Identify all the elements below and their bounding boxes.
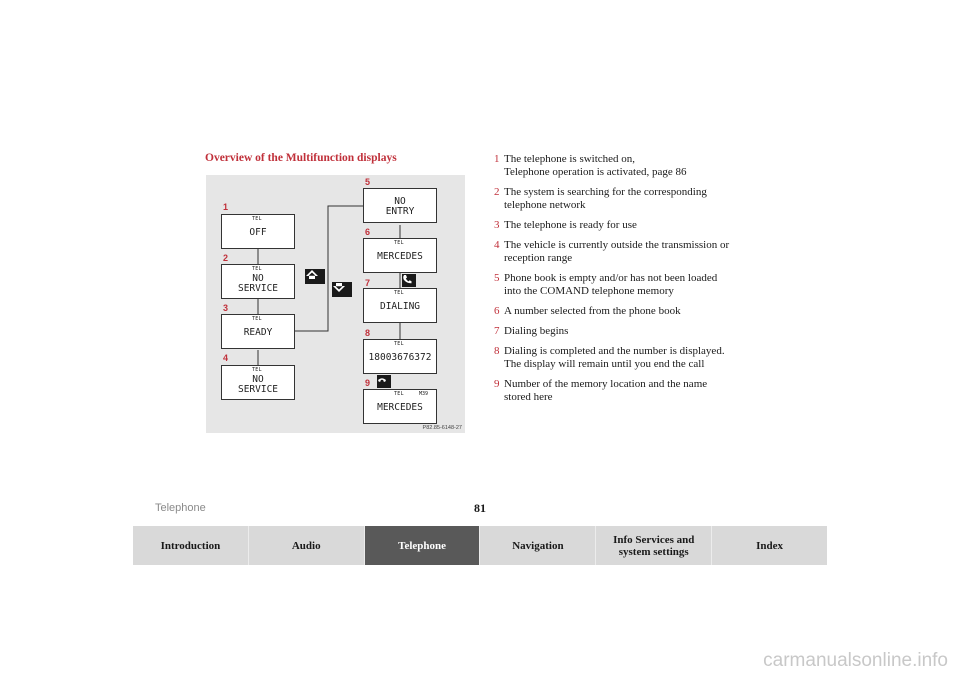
display-text: READY xyxy=(243,327,273,338)
display-descriptions: 1 The telephone is switched on, Telephone… xyxy=(494,153,784,411)
item-number: 4 xyxy=(494,239,500,251)
list-item: 6 A number selected from the phone book xyxy=(494,305,784,318)
display-text: DIALING xyxy=(379,301,421,312)
display-no-entry: NO ENTRY xyxy=(363,188,437,223)
chapter-navigation: Introduction Audio Telephone Navigation … xyxy=(133,526,827,565)
display-text: 18003676372 xyxy=(368,352,432,363)
item-text: The telephone is switched on, Telephone … xyxy=(504,153,687,178)
display-text: NO SERVICE xyxy=(237,374,279,395)
display-text: MERCEDES xyxy=(377,402,423,413)
arrow-down-key-icon xyxy=(332,282,352,297)
tab-info-services[interactable]: Info Services and system settings xyxy=(596,526,713,565)
display-tag: TEL xyxy=(252,316,262,322)
list-item: 4 The vehicle is currently outside the tr… xyxy=(494,239,784,265)
display-memory-tag: M39 xyxy=(418,391,428,397)
display-text: OFF xyxy=(249,227,267,238)
item-text: Dialing begins xyxy=(504,325,569,337)
list-item: 8 Dialing is completed and the number is … xyxy=(494,345,784,371)
item-number: 7 xyxy=(494,325,500,337)
tab-navigation[interactable]: Navigation xyxy=(480,526,597,565)
item-text: Number of the memory location and the na… xyxy=(504,378,708,403)
callout-number: 5 xyxy=(365,177,371,187)
tab-telephone[interactable]: Telephone xyxy=(364,526,481,565)
display-tag: TEL xyxy=(252,367,262,373)
arrow-up-key-icon xyxy=(305,269,325,284)
display-dialed-number: TEL 18003676372 xyxy=(363,339,437,374)
item-text: The telephone is ready for use xyxy=(504,219,637,231)
display-text: MERCEDES xyxy=(377,251,423,262)
tab-index[interactable]: Index xyxy=(712,526,827,565)
connector-lines xyxy=(257,205,401,365)
display-tag: TEL xyxy=(394,240,404,246)
display-ready: TEL READY xyxy=(221,314,295,349)
list-item: 7 Dialing begins xyxy=(494,325,784,338)
watermark: carmanualsonline.info xyxy=(763,650,948,671)
display-dialing: TEL DIALING xyxy=(363,288,437,323)
display-no-service: TEL NO SERVICE xyxy=(221,264,295,299)
list-item: 5 Phone book is empty and/or has not been… xyxy=(494,272,784,298)
item-number: 1 xyxy=(494,153,500,165)
display-tag: TEL xyxy=(394,391,404,397)
display-no-service-out-of-range: TEL NO SERVICE xyxy=(221,365,295,400)
callout-number: 7 xyxy=(365,278,371,288)
item-number: 9 xyxy=(494,378,500,390)
tab-audio[interactable]: Audio xyxy=(248,526,365,565)
display-tag: TEL xyxy=(394,290,404,296)
page-number: 81 xyxy=(474,501,486,515)
callout-number: 4 xyxy=(223,353,229,363)
list-item: 1 The telephone is switched on, Telephone… xyxy=(494,153,784,179)
callout-number: 2 xyxy=(223,253,229,263)
callout-number: 8 xyxy=(365,328,371,338)
phone-on-hook-icon xyxy=(377,375,391,388)
item-text: The vehicle is currently outside the tra… xyxy=(504,239,730,264)
item-number: 2 xyxy=(494,186,500,198)
display-tag: TEL xyxy=(252,266,262,272)
callout-number: 1 xyxy=(223,202,229,212)
item-text: The system is searching for the correspo… xyxy=(504,186,707,211)
list-item: 9 Number of the memory location and the n… xyxy=(494,378,784,404)
list-item: 2 The system is searching for the corresp… xyxy=(494,186,784,212)
item-number: 8 xyxy=(494,345,500,357)
display-tag: TEL xyxy=(394,341,404,347)
callout-number: 6 xyxy=(365,227,371,237)
tab-introduction[interactable]: Introduction xyxy=(133,526,249,565)
callout-number: 9 xyxy=(365,378,371,388)
item-number: 3 xyxy=(494,219,500,231)
multifunction-display-figure: TEL OFF TEL NO SERVICE TEL READY TEL NO … xyxy=(206,175,465,433)
section-title: Overview of the Multifunction displays xyxy=(205,152,397,164)
display-memory-location: TEL M39 MERCEDES xyxy=(363,389,437,424)
phone-off-hook-icon xyxy=(402,274,416,287)
display-off: TEL OFF xyxy=(221,214,295,249)
display-text: NO ENTRY xyxy=(385,196,415,217)
display-tag: TEL xyxy=(252,216,262,222)
item-number: 5 xyxy=(494,272,500,284)
item-text: A number selected from the phone book xyxy=(504,305,681,317)
footer-section-title: Telephone xyxy=(155,502,206,514)
display-phonebook-entry: TEL MERCEDES xyxy=(363,238,437,273)
item-text: Dialing is completed and the number is d… xyxy=(504,345,725,370)
list-item: 3 The telephone is ready for use xyxy=(494,219,784,232)
figure-label: P82.85-6148-27 xyxy=(422,425,462,431)
item-number: 6 xyxy=(494,305,500,317)
display-text: NO SERVICE xyxy=(237,273,279,294)
item-text: Phone book is empty and/or has not been … xyxy=(504,272,718,297)
callout-number: 3 xyxy=(223,303,229,313)
